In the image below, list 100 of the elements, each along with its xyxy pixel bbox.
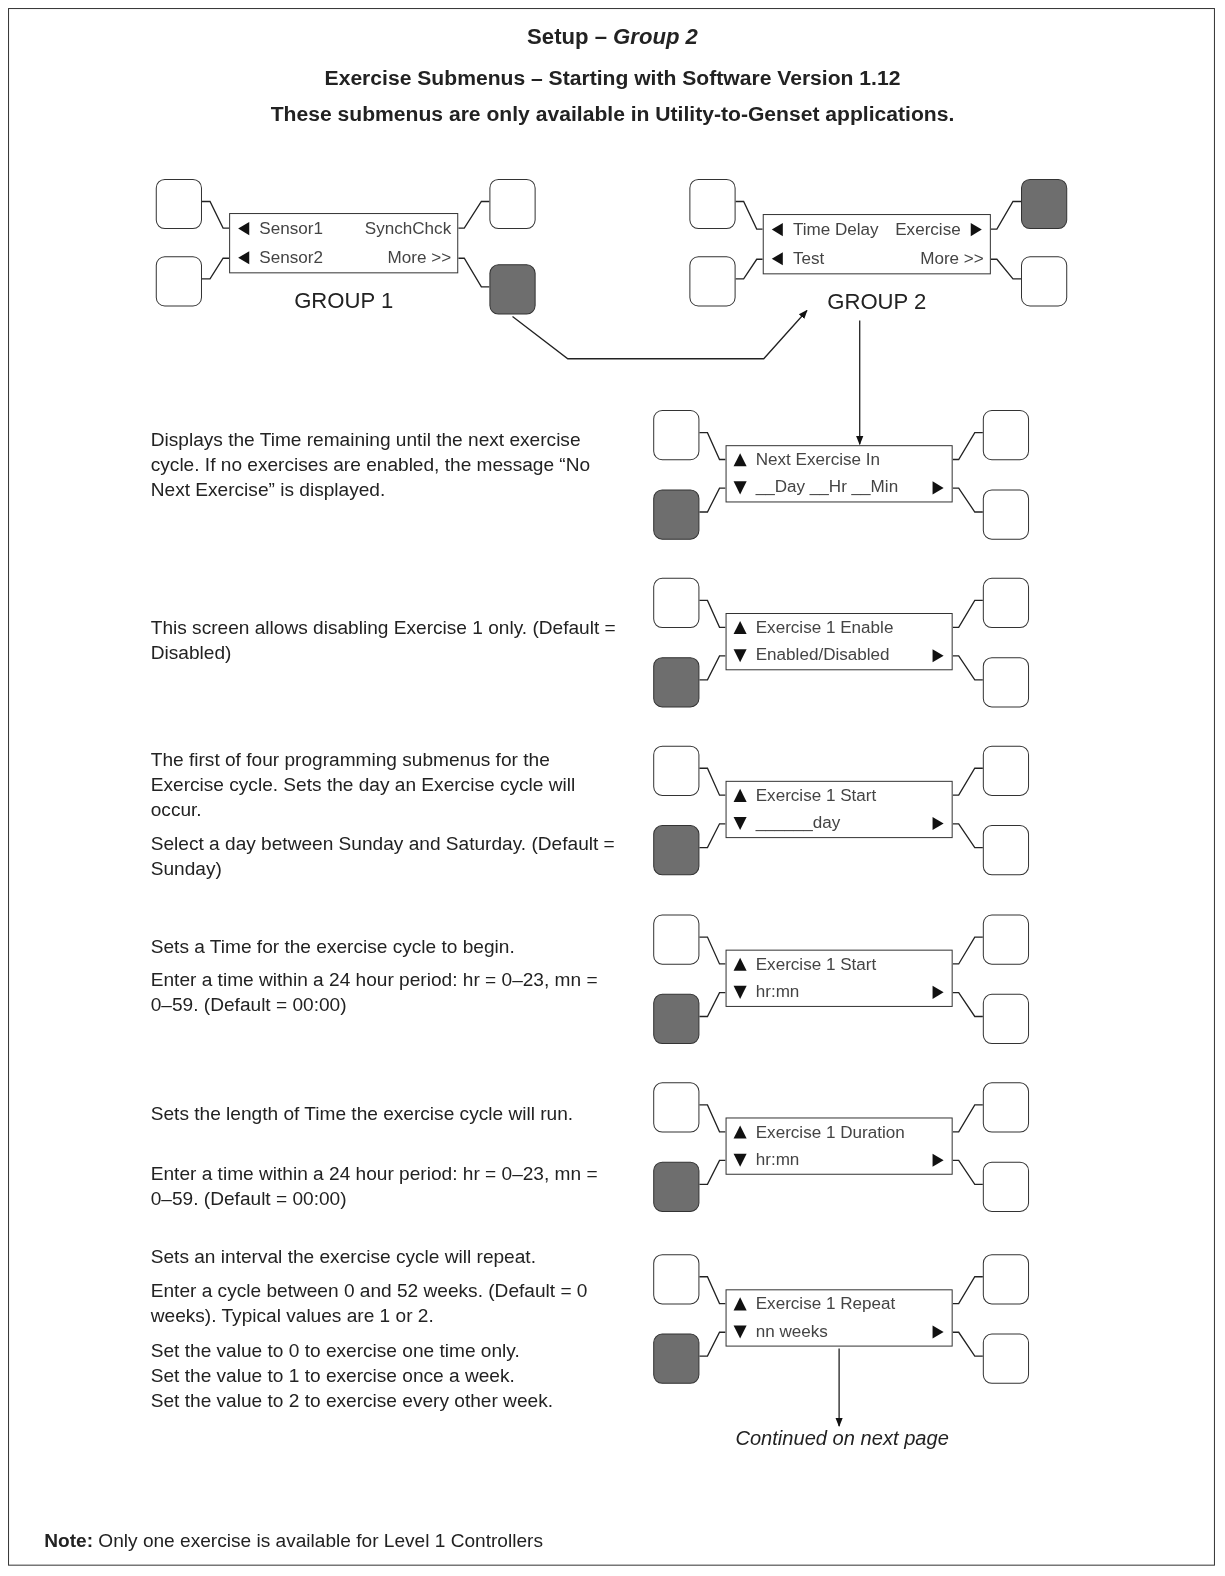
push-button <box>653 993 700 1045</box>
display-text: ______day <box>755 813 841 834</box>
display-text: Sensor2 <box>259 247 323 268</box>
note-text: Continued on next page <box>725 1427 959 1454</box>
description-text: Set the value to 1 to exercise once a week. <box>150 1363 516 1388</box>
connector-line <box>952 599 984 628</box>
connector-line <box>698 655 727 681</box>
subtitle: Exercise Submenus – Starting with Software Version 1.12 <box>324 66 901 90</box>
display-text: Exercise <box>895 219 961 240</box>
display-text: Enabled/Disabled <box>755 645 890 666</box>
subtitle: These submenus are only available in Utility-to-Genset applications. <box>270 101 955 125</box>
push-button <box>653 1254 700 1305</box>
connector-line <box>952 823 984 849</box>
display-screen <box>725 1289 953 1347</box>
connector-line <box>698 823 727 849</box>
connector-line <box>698 991 727 1018</box>
connector-line <box>952 431 984 461</box>
push-button <box>653 914 700 965</box>
description-text: Sets the length of Time the exercise cycle will run. <box>150 1102 575 1127</box>
description-text: Set the value to 2 to exercise every other week. <box>150 1388 554 1413</box>
description-text: Sets an interval the exercise cycle will repeat. <box>150 1245 537 1270</box>
title: Setup – Group 2 <box>527 24 698 50</box>
push-button <box>982 657 1030 708</box>
description-text: Enter a time within a 24 hour period: hr = 0–23, mn = 0–59. (Default = 00:00) <box>150 967 599 1017</box>
connector-line <box>734 200 764 230</box>
push-button <box>982 577 1030 629</box>
connector-line <box>457 200 491 229</box>
description-text: Enter a cycle between 0 and 52 weeks. (Default = 0 weeks). Typical values are 1 or 2. <box>150 1279 589 1329</box>
connector-line <box>698 1104 727 1133</box>
group-label: GROUP 1 <box>294 287 394 314</box>
push-button <box>653 1333 700 1384</box>
description-text: Displays the Time remaining until the next exercise cycle. If no exercises are enabled, the message “No Next Exercise” is displayed. <box>150 428 592 503</box>
push-button <box>155 178 202 230</box>
connector-line <box>952 936 984 965</box>
connector-line <box>952 1276 984 1305</box>
push-button <box>1021 256 1068 307</box>
display-screen <box>725 949 953 1007</box>
connector-line <box>201 257 230 280</box>
connector-line <box>990 258 1022 280</box>
push-button <box>982 1333 1030 1384</box>
display-text: hr:mn <box>755 1149 800 1170</box>
description-text: Enter a time within a 24 hour period: hr = 0–23, mn = 0–59. (Default = 00:00) <box>150 1161 599 1211</box>
display-text: Time Delay <box>792 219 879 240</box>
push-button <box>653 489 700 540</box>
connector-line <box>952 655 984 681</box>
connector-line <box>698 599 727 628</box>
display-text: Exercise 1 Duration <box>755 1122 905 1143</box>
display-text: SynchChck <box>364 218 452 239</box>
display-screen <box>762 214 991 275</box>
push-button <box>653 577 700 629</box>
push-button <box>689 256 736 307</box>
display-screen <box>725 780 953 839</box>
display-text: Exercise 1 Start <box>755 954 877 975</box>
push-button <box>155 256 202 307</box>
group-label: GROUP 2 <box>827 288 927 315</box>
display-text: More >> <box>387 247 452 268</box>
arrow <box>856 319 864 446</box>
connector-line <box>734 258 764 280</box>
display-screen <box>725 445 953 503</box>
push-button <box>689 178 736 230</box>
display-text: Exercise 1 Start <box>755 785 877 806</box>
push-button <box>489 264 536 315</box>
display-text: Test <box>792 248 825 269</box>
push-button <box>653 410 700 461</box>
push-button <box>982 489 1030 540</box>
connector-line <box>698 1331 727 1357</box>
connector-line <box>952 1104 984 1133</box>
push-button <box>653 1161 700 1212</box>
display-screen <box>725 613 953 671</box>
push-button <box>982 745 1030 796</box>
display-text: Sensor1 <box>259 218 323 239</box>
display-text: hr:mn <box>755 982 800 1003</box>
display-text: Next Exercise In <box>755 449 881 471</box>
connector-line <box>698 1159 727 1185</box>
display-text: Exercise 1 Repeat <box>755 1294 896 1315</box>
push-button <box>653 1082 700 1133</box>
connector-line <box>457 257 491 288</box>
push-button <box>982 410 1030 461</box>
arrow <box>835 1347 843 1427</box>
display-text: nn weeks <box>755 1321 828 1342</box>
push-button <box>489 178 536 230</box>
connector-line <box>698 487 727 513</box>
push-button <box>982 914 1030 965</box>
description-text: Sets a Time for the exercise cycle to begin. <box>150 934 516 959</box>
connector-line <box>952 767 984 796</box>
connector-line <box>952 1159 984 1185</box>
display-text: More >> <box>920 248 984 269</box>
push-button <box>653 657 700 708</box>
push-button <box>982 993 1030 1045</box>
push-button <box>982 825 1030 876</box>
connector-line <box>952 487 984 513</box>
display-text: Exercise 1 Enable <box>755 617 894 638</box>
connector-line <box>698 767 727 796</box>
push-button <box>653 825 700 876</box>
push-button <box>982 1082 1030 1133</box>
description-text: Note: Only one exercise is available for Level 1 Controllers <box>44 1528 544 1553</box>
connector-line <box>201 200 230 229</box>
connector-line <box>698 1276 727 1305</box>
push-button <box>1021 178 1068 230</box>
connector-line <box>952 991 984 1018</box>
